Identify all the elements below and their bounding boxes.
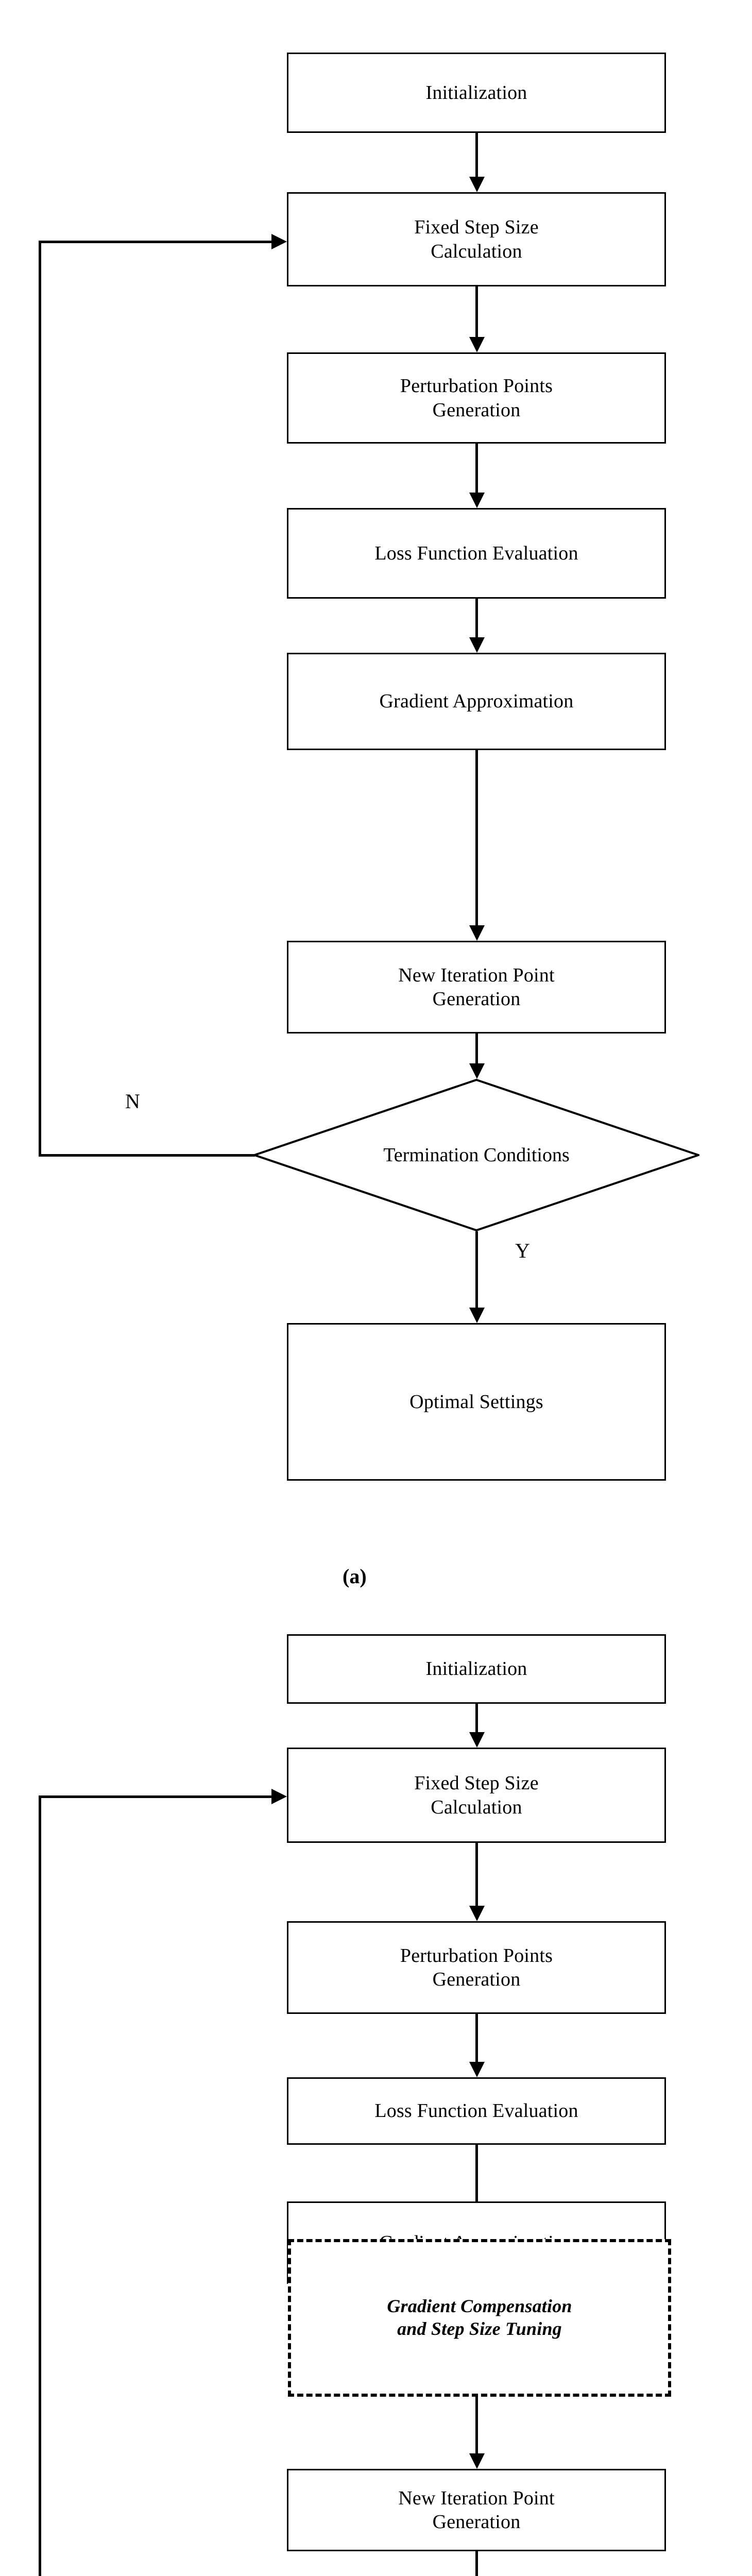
node-fixed-step-size-calculation-b: Fixed Step Size Calculation: [287, 1748, 666, 1843]
connector-no-branch-horizontal-a: [39, 1154, 255, 1157]
connector-step-to-perturb-b: [475, 1843, 478, 1906]
arrowhead-perturb-to-loss-a: [469, 493, 485, 508]
arrowhead-no-branch-b: [271, 1789, 287, 1804]
edge-label-text: Y: [515, 1239, 530, 1262]
node-perturbation-points-generation-a: Perturbation Points Generation: [287, 352, 666, 444]
node-loss-function-evaluation-a: Loss Function Evaluation: [287, 508, 666, 599]
arrowhead-init-to-step-b: [469, 1732, 485, 1748]
arrowhead-step-to-perturb-a: [469, 337, 485, 352]
arrowhead-init-to-step-a: [469, 177, 485, 192]
arrowhead-yes-branch-a: [469, 1308, 485, 1323]
connector-newiter-to-termination-b: [475, 2551, 478, 2576]
connector-no-branch-vertical-a: [39, 241, 41, 1157]
connector-no-branch-vertical-b: [39, 1795, 41, 2576]
arrowhead-newiter-to-termination-a: [469, 1063, 485, 1079]
edge-label-text: N: [125, 1090, 140, 1113]
node-label: Initialization: [425, 1658, 527, 1680]
node-label: New Iteration Point Generation: [398, 964, 555, 1010]
node-initialization-b: Initialization: [287, 1634, 666, 1704]
connector-newiter-to-termination-a: [475, 1033, 478, 1063]
flowchart-panel-a: Initialization Fixed Step Size Calculati…: [39, 53, 702, 1587]
connector-no-branch-return-b: [39, 1795, 271, 1798]
node-label: Fixed Step Size Calculation: [414, 216, 539, 262]
node-label: New Iteration Point Generation: [398, 2487, 555, 2533]
connector-grad-to-newiter-a: [475, 750, 478, 925]
edge-label-yes-a: Y: [515, 1241, 530, 1261]
node-label: Fixed Step Size Calculation: [414, 1772, 539, 1818]
connector-init-to-step-a: [475, 133, 478, 177]
panel-caption-a: (a): [343, 1566, 367, 1587]
node-label: Perturbation Points Generation: [400, 375, 553, 421]
flowchart-panel-b: Initialization Fixed Step Size Calculati…: [0, 1613, 752, 2576]
panel-caption-text: (a): [343, 1565, 367, 1588]
arrowhead-step-to-perturb-b: [469, 1906, 485, 1921]
diamond-shape-icon: [251, 1078, 702, 1232]
node-label: Perturbation Points Generation: [400, 1944, 553, 1990]
node-gradient-compensation-step-size-tuning-b: Gradient Compensation and Step Size Tuni…: [288, 2239, 671, 2397]
arrowhead-compensation-to-newiter-b: [469, 2453, 485, 2469]
connector-init-to-step-b: [475, 1704, 478, 1732]
connector-yes-branch-a: [475, 1231, 478, 1308]
node-fixed-step-size-calculation-a: Fixed Step Size Calculation: [287, 192, 666, 286]
node-new-iteration-point-generation-b: New Iteration Point Generation: [287, 2469, 666, 2551]
node-label: Optimal Settings: [409, 1391, 543, 1413]
node-new-iteration-point-generation-a: New Iteration Point Generation: [287, 941, 666, 1033]
connector-loss-to-grad-a: [475, 599, 478, 637]
connector-no-branch-return-a: [39, 241, 271, 243]
arrowhead-loss-to-grad-a: [469, 637, 485, 653]
arrowhead-grad-to-newiter-a: [469, 925, 485, 941]
connector-perturb-to-loss-b: [475, 2014, 478, 2062]
node-label: Loss Function Evaluation: [374, 542, 578, 564]
node-initialization-a: Initialization: [287, 53, 666, 133]
connector-loss-to-grad-b: [475, 2145, 478, 2217]
node-label: Gradient Approximation: [379, 690, 574, 713]
node-optimal-settings-a: Optimal Settings: [287, 1323, 666, 1481]
node-label: Initialization: [425, 81, 527, 104]
node-termination-conditions-a: Termination Conditions: [251, 1078, 702, 1232]
node-label: Loss Function Evaluation: [374, 2100, 578, 2122]
node-gradient-approximation-a: Gradient Approximation: [287, 653, 666, 750]
connector-step-to-perturb-a: [475, 286, 478, 337]
node-label: Gradient Compensation and Step Size Tuni…: [387, 2296, 572, 2339]
connector-perturb-to-loss-a: [475, 444, 478, 493]
arrowhead-no-branch-a: [271, 234, 287, 249]
node-loss-function-evaluation-b: Loss Function Evaluation: [287, 2077, 666, 2145]
edge-label-no-a: N: [125, 1091, 140, 1112]
arrowhead-perturb-to-loss-b: [469, 2062, 485, 2077]
node-perturbation-points-generation-b: Perturbation Points Generation: [287, 1921, 666, 2014]
connector-compensation-to-newiter-b: [475, 2397, 478, 2453]
